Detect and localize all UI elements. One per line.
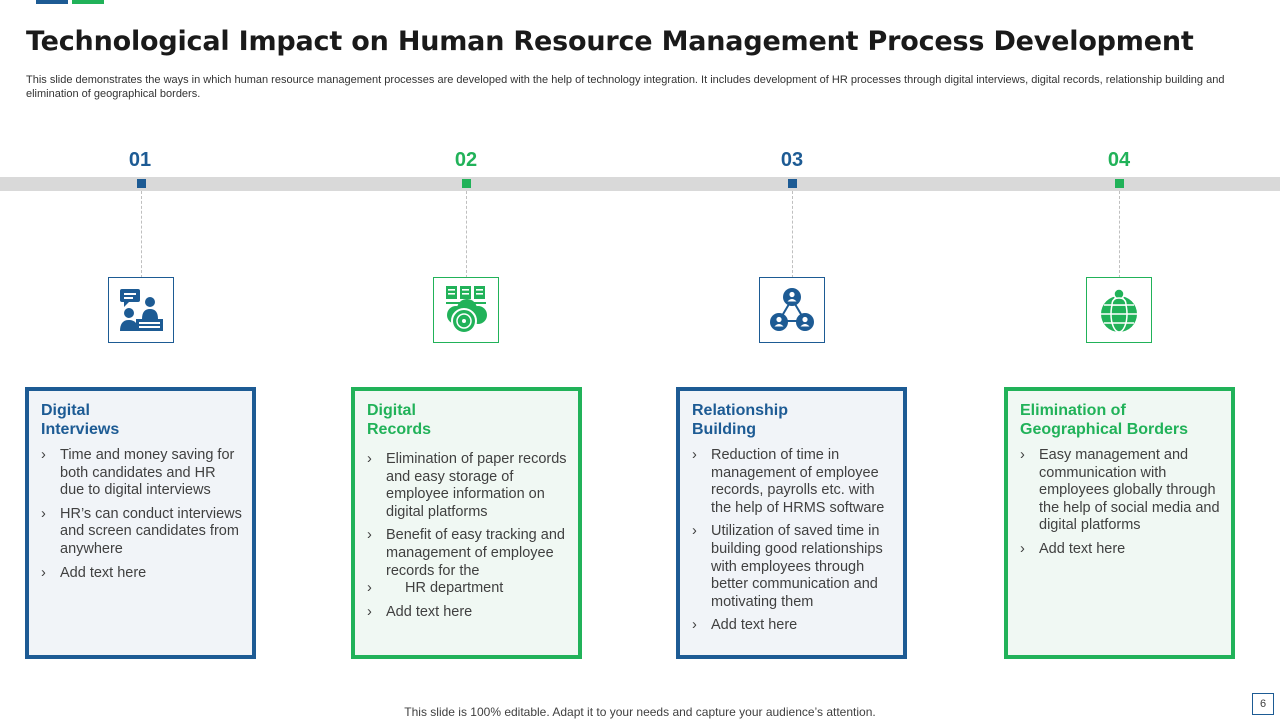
- connector-line-03: [792, 191, 793, 278]
- timeline-marker-02: [462, 179, 471, 188]
- interview-icon: [120, 289, 163, 331]
- list-item: ›Time and money saving for both candidat…: [41, 447, 235, 499]
- icon-box-03: [759, 277, 825, 343]
- list-item: ›HR department: [367, 580, 504, 597]
- list-item: ›HR’s can conduct interviews and screen …: [41, 505, 242, 557]
- step-number-01: 01: [128, 149, 152, 171]
- globe-person-icon: [1101, 288, 1137, 333]
- icon-box-02: [433, 277, 499, 343]
- bullet-list: ›Time and money saving for both candidat…: [41, 447, 242, 582]
- icon-box-01: [108, 277, 174, 343]
- list-item: ›Easy management and communication with …: [1020, 447, 1220, 534]
- page-title: Technological Impact on Human Resource M…: [26, 26, 1194, 57]
- timeline-marker-01: [137, 179, 146, 188]
- connector-line-02: [466, 191, 467, 278]
- list-item: ›Benefit of easy tracking and management…: [367, 527, 565, 579]
- page-subtitle: This slide demonstrates the ways in whic…: [26, 74, 1225, 100]
- list-item: ›Elimination of paper records and easy s…: [367, 451, 567, 520]
- connector-line-01: [141, 191, 142, 278]
- bullet-list: ›Easy management and communication with …: [1020, 447, 1221, 559]
- list-item: ›Utilization of saved time in building g…: [692, 523, 883, 610]
- step-number-03: 03: [780, 149, 804, 171]
- list-item: ›Add text here: [41, 564, 147, 581]
- top-accent-green: [72, 0, 104, 4]
- list-item: ›Add text here: [692, 617, 798, 634]
- timeline-bar: [0, 177, 1280, 191]
- list-item: ›Add text here: [1020, 540, 1126, 557]
- bullet-list: ›Reduction of time in management of empl…: [692, 447, 893, 635]
- page-number: 6: [1252, 693, 1274, 715]
- step-number-02: 02: [454, 149, 478, 171]
- step-number-04: 04: [1107, 149, 1131, 171]
- list-item: ›Add text here: [367, 603, 473, 620]
- network-people-icon: [770, 288, 814, 331]
- timeline-marker-03: [788, 179, 797, 188]
- cloud-records-icon: [446, 286, 487, 334]
- top-accent-blue: [36, 0, 68, 4]
- timeline-marker-04: [1115, 179, 1124, 188]
- list-item: ›Reduction of time in management of empl…: [692, 447, 885, 516]
- footer-note: This slide is 100% editable. Adapt it to…: [404, 705, 876, 719]
- connector-line-04: [1119, 191, 1120, 278]
- bullet-list: ›Elimination of paper records and easy s…: [367, 451, 568, 621]
- icon-box-04: [1086, 277, 1152, 343]
